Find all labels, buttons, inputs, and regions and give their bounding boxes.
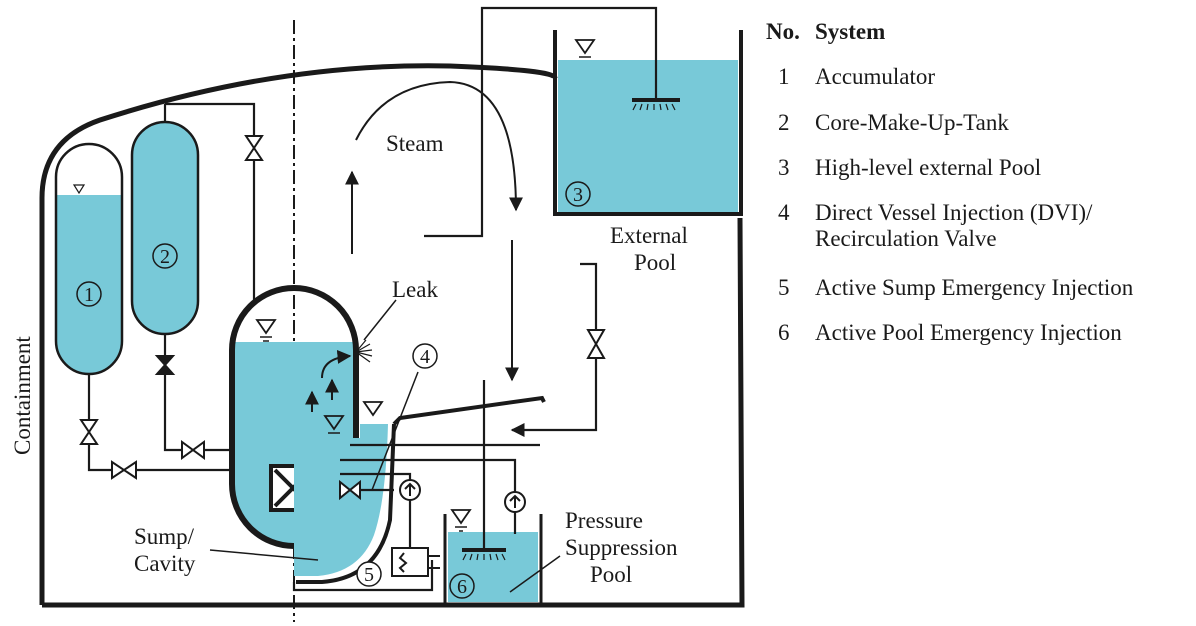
- water-level-icon: [72, 184, 86, 195]
- valve-icon: [79, 419, 99, 445]
- legend-item-label: Accumulator: [815, 64, 935, 89]
- marker-4-pointer: [371, 371, 419, 491]
- sump-pointer: [209, 549, 319, 561]
- svg-text:3: 3: [573, 184, 583, 206]
- containment-diaphragm: [392, 395, 546, 426]
- marker-2: 2: [152, 243, 178, 269]
- accumulator-tank: [54, 142, 124, 376]
- marker-6: 6: [449, 573, 475, 599]
- marker-4: 4: [412, 343, 438, 369]
- legend-item-label: Active Pool Emergency Injection: [815, 320, 1122, 345]
- water-level-icon: [450, 509, 472, 525]
- legend-item-label: Core-Make-Up-Tank: [815, 110, 1009, 135]
- sparger-suppression-pool: [462, 548, 506, 561]
- sump-cavity-label: Sump/ Cavity: [134, 524, 196, 576]
- containment-shell: [39, 63, 745, 608]
- legend-item-number: 6: [778, 320, 790, 345]
- legend-item-label: Direct Vessel Injection (DVI)/: [815, 200, 1093, 225]
- water-level-icon: [255, 319, 277, 335]
- marker-3: 3: [565, 181, 591, 207]
- valve-icon: [586, 329, 606, 359]
- pressure-suppression-pool-label: Pressure Suppression Pool: [565, 508, 678, 587]
- legend-item-number: 2: [778, 110, 790, 135]
- svg-text:Suppression: Suppression: [565, 535, 678, 560]
- leak-spray-icon: [355, 339, 373, 363]
- legend-item-number: 4: [778, 200, 790, 225]
- valve-icon: [244, 135, 264, 161]
- svg-text:Pool: Pool: [590, 562, 632, 587]
- water-level-icon: [323, 415, 345, 431]
- svg-text:Sump/: Sump/: [134, 524, 195, 549]
- legend-item-number: 5: [778, 275, 790, 300]
- sump-cavity: [294, 424, 388, 576]
- water-level-icon: [362, 401, 384, 417]
- svg-text:4: 4: [420, 346, 430, 368]
- steam-label: Steam: [386, 131, 444, 156]
- pump-icon: [399, 479, 421, 501]
- svg-text:Cavity: Cavity: [134, 551, 196, 576]
- svg-text:6: 6: [457, 576, 467, 598]
- legend-item-number: 1: [778, 64, 790, 89]
- leak-pointer: [363, 299, 397, 341]
- svg-text:Pressure: Pressure: [565, 508, 643, 533]
- dvi-valve-icon: [339, 479, 361, 501]
- svg-text:1: 1: [84, 284, 94, 306]
- marker-5: 5: [356, 561, 382, 587]
- pump-icon: [504, 491, 526, 513]
- check-valve-icon: [154, 355, 176, 375]
- flow-arrows: [305, 80, 596, 437]
- legend-item-label: High-level external Pool: [815, 155, 1041, 180]
- external-pool-label: External Pool: [610, 223, 688, 275]
- svg-text:2: 2: [160, 246, 170, 268]
- containment-label: Containment: [10, 336, 35, 455]
- water-level-icon: [574, 39, 596, 55]
- svg-text:5: 5: [364, 564, 374, 586]
- leak-label: Leak: [392, 277, 438, 302]
- svg-text:External: External: [610, 223, 688, 248]
- svg-text:Pool: Pool: [634, 250, 676, 275]
- legend-item-number: 3: [778, 155, 790, 180]
- legend-header-no: No.: [766, 19, 800, 44]
- legend-item-label: Active Sump Emergency Injection: [815, 275, 1134, 300]
- sparger-external-pool: [632, 98, 680, 111]
- legend: No. System 1 Accumulator 2 Core-Make-Up-…: [766, 19, 1134, 345]
- heat-exchanger-icon: [391, 547, 440, 577]
- pool-pointer: [509, 555, 561, 593]
- valve-icon: [181, 440, 205, 460]
- legend-item-label-cont: Recirculation Valve: [815, 226, 997, 251]
- legend-header-system: System: [815, 19, 885, 44]
- marker-1: 1: [76, 281, 102, 307]
- core-make-up-tank: [130, 120, 200, 336]
- valve-icon: [111, 460, 137, 480]
